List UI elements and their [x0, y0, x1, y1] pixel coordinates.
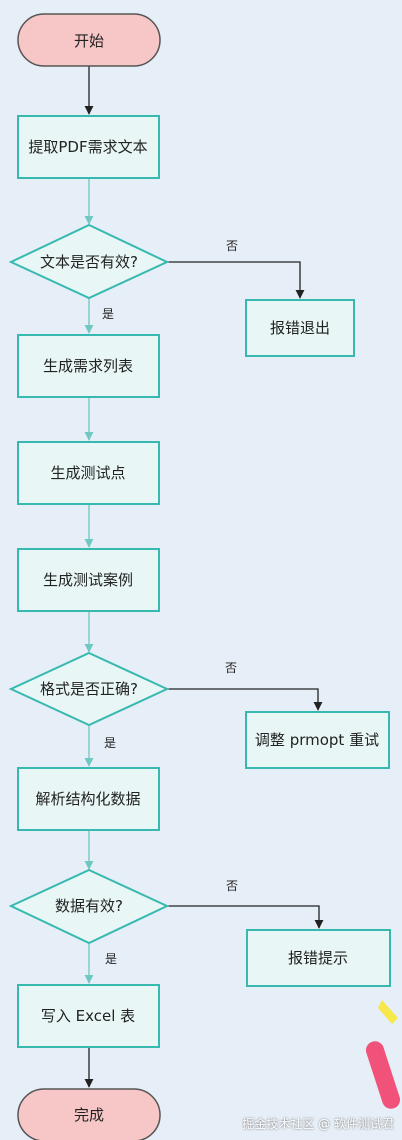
text-valid-decision: 文本是否有效? — [8, 223, 170, 300]
done-label: 完成 — [74, 1106, 104, 1124]
label-data-no: 否 — [226, 879, 238, 893]
error-prompt-node: 报错提示 — [246, 929, 391, 987]
pen-cursor-icon — [365, 1000, 401, 1109]
gen-test-cases-label: 生成测试案例 — [43, 571, 133, 589]
extract-label: 提取PDF需求文本 — [28, 138, 147, 156]
adjust-prompt-node: 调整 prmopt 重试 — [245, 711, 390, 769]
parse-struct-label: 解析结构化数据 — [35, 790, 140, 808]
adjust-prompt-label: 调整 prmopt 重试 — [255, 731, 379, 749]
edge-datavalid-no — [167, 905, 324, 929]
gen-test-points-label: 生成测试点 — [50, 464, 125, 482]
gen-req-list-node: 生成需求列表 — [17, 334, 160, 398]
error-prompt-label: 报错提示 — [288, 949, 348, 967]
label-format-no: 否 — [225, 661, 237, 675]
gen-req-list-label: 生成需求列表 — [43, 357, 133, 375]
label-text-no: 否 — [226, 239, 238, 253]
extract-node: 提取PDF需求文本 — [17, 115, 160, 179]
label-format-yes: 是 — [104, 736, 116, 750]
gen-test-points-node: 生成测试点 — [17, 441, 160, 505]
label-data-yes: 是 — [105, 952, 117, 966]
edge-formatok-no — [167, 688, 323, 711]
watermark: 掘金技术社区 @ 软件测试君 — [242, 1117, 394, 1131]
start-node: 开始 — [17, 13, 161, 67]
edges — [84, 66, 324, 1088]
format-ok-decision: 格式是否正确? — [8, 651, 170, 727]
text-valid-label: 文本是否有效? — [40, 253, 138, 271]
label-text-yes: 是 — [102, 307, 114, 321]
write-excel-node: 写入 Excel 表 — [17, 984, 160, 1048]
write-excel-label: 写入 Excel 表 — [41, 1007, 135, 1025]
gen-test-cases-node: 生成测试案例 — [17, 548, 160, 612]
parse-struct-node: 解析结构化数据 — [17, 767, 160, 831]
data-valid-label: 数据有效? — [55, 897, 123, 915]
error-exit-label: 报错退出 — [270, 319, 330, 337]
error-exit-node: 报错退出 — [245, 299, 355, 357]
start-label: 开始 — [74, 32, 104, 50]
edge-textvalid-no — [167, 261, 305, 299]
done-node: 完成 — [17, 1088, 161, 1140]
data-valid-decision: 数据有效? — [8, 868, 170, 945]
edge-labels: 否 是 否 是 否 是 — [102, 239, 238, 966]
format-ok-label: 格式是否正确? — [40, 680, 138, 698]
